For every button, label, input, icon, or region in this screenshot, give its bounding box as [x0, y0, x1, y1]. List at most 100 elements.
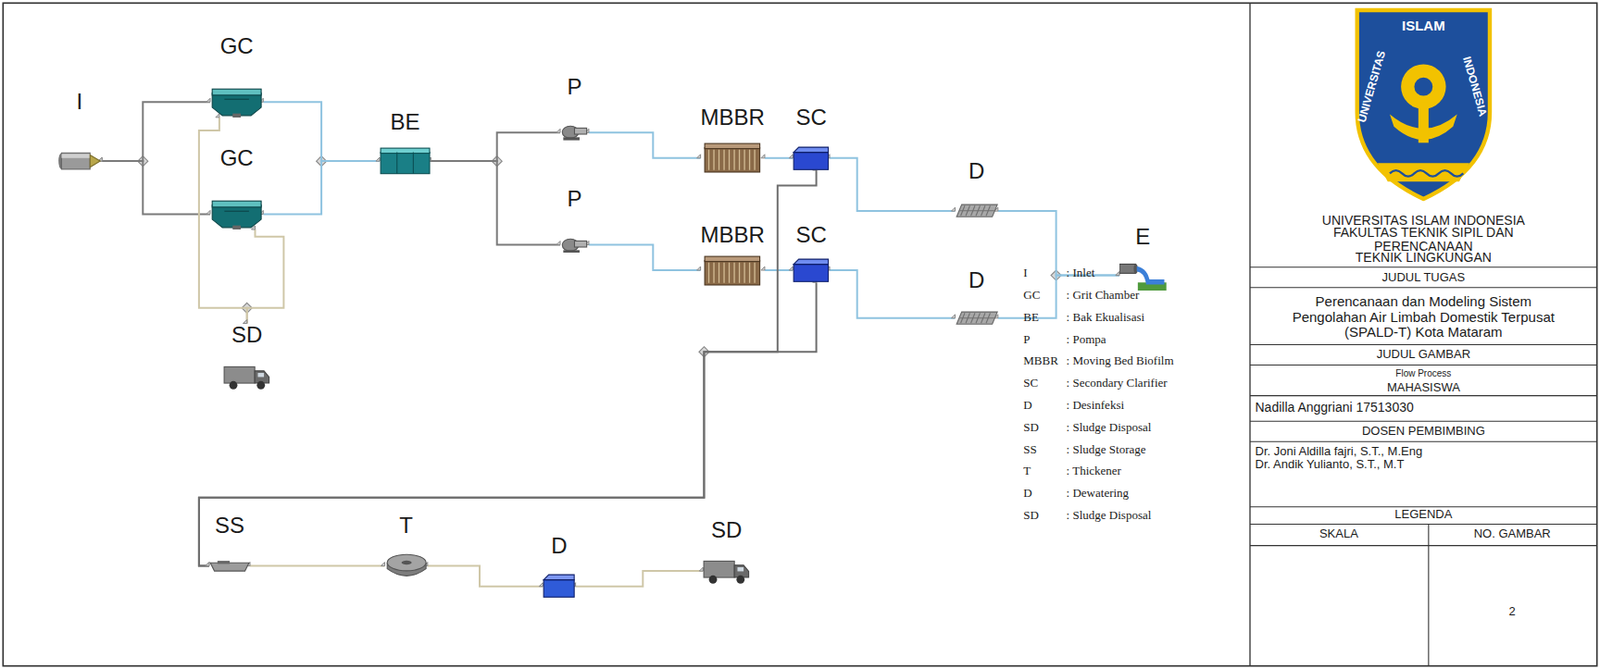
pipe-line — [829, 158, 956, 212]
pipe-line — [199, 170, 817, 567]
port-marker — [556, 128, 561, 133]
title-block-text: SKALA — [1319, 527, 1359, 541]
unit-label: D — [550, 535, 567, 558]
legend-text: : Sludge Disposal — [1066, 509, 1152, 523]
unit-icon — [1119, 260, 1167, 291]
process-unit: D — [542, 535, 575, 600]
unit-icon — [210, 87, 263, 118]
pipe-line — [575, 571, 704, 588]
unit-icon — [702, 557, 750, 587]
unit-label: SD — [711, 519, 742, 542]
legend-text: : Sludge Storage — [1066, 443, 1147, 457]
unit-icon — [792, 146, 830, 171]
port-marker — [215, 113, 220, 118]
legend-text: : Inlet — [1066, 266, 1096, 280]
unit-label: SC — [795, 224, 826, 247]
process-unit: D — [955, 269, 999, 325]
unit-icon — [385, 552, 428, 580]
port-marker — [1115, 272, 1120, 276]
pipe-line — [101, 161, 211, 214]
legend-text: SC — [1023, 376, 1038, 390]
port-marker — [375, 157, 380, 162]
unit-icon — [560, 237, 589, 254]
title-block-text: LEGENDA — [1394, 508, 1452, 522]
unit-label: P — [566, 75, 582, 99]
title-block-text: MAHASISWA — [1387, 381, 1461, 395]
title-block-text: Dr. Andik Yulianto, S.T., M.T — [1255, 458, 1405, 472]
logo-text: ISLAM — [1401, 18, 1446, 35]
port-marker — [205, 562, 210, 567]
legend-text: : Pompa — [1066, 333, 1107, 347]
unit-icon — [703, 255, 762, 287]
title-block-text: Dr. Joni Aldilla fajri, S.T., M.Eng — [1255, 445, 1424, 459]
title-block-text: Flow Process — [1395, 368, 1451, 379]
port-marker — [761, 154, 765, 159]
legend-text: SD — [1023, 421, 1039, 435]
process-unit: SD — [223, 324, 271, 393]
legend-text: I — [1023, 266, 1027, 280]
legend-text: SS — [1023, 443, 1037, 457]
port-marker — [951, 207, 956, 212]
unit-label: MBBR — [700, 224, 765, 247]
legend-text: T — [1023, 464, 1031, 478]
unit-label: SC — [795, 106, 826, 129]
process-unit: SS — [209, 514, 250, 574]
process-unit: D — [955, 160, 999, 219]
legend-text: : Secondary Clarifier — [1066, 376, 1168, 390]
port-marker — [206, 210, 211, 214]
legend-text: : Grit Chamber — [1066, 288, 1140, 302]
port-marker — [951, 314, 956, 319]
pipe-line — [262, 101, 380, 162]
unit-label: P — [566, 187, 582, 211]
title-block-text: DOSEN PEMBIMBING — [1362, 425, 1486, 438]
process-unit: GC — [210, 147, 263, 230]
process-unit: E — [1119, 225, 1167, 291]
port-marker — [375, 157, 380, 162]
unit-icon — [223, 362, 271, 392]
logo-text: INDONESIA — [1460, 55, 1489, 119]
pipe-line — [101, 101, 211, 162]
process-unit: GC — [210, 35, 263, 118]
unit-label: E — [1135, 225, 1150, 249]
unit-icon — [57, 150, 103, 173]
port-marker — [206, 98, 211, 102]
legend-text: D — [1023, 487, 1032, 500]
title-block-text: 2 — [1509, 605, 1516, 619]
legend-text: SD — [1023, 509, 1039, 523]
pipe-line — [588, 132, 701, 159]
pipe-line — [199, 282, 817, 566]
unit-icon — [542, 574, 575, 599]
port-marker — [699, 567, 703, 572]
pipe-line — [430, 161, 561, 245]
port-marker — [1115, 272, 1120, 276]
title-block-text: Perencanaan dan Modeling Sistem Pengolah… — [1284, 294, 1563, 341]
process-unit: MBBR — [700, 106, 765, 175]
process-unit: I — [57, 90, 103, 173]
process-unit: SD — [702, 519, 750, 587]
legend-text: D — [1023, 399, 1032, 413]
port-marker — [697, 266, 701, 271]
unit-icon — [560, 124, 589, 141]
title-block-text: Nadilla Anggriani 17513030 — [1255, 400, 1414, 415]
title-block-text: NO. GAMBAR — [1474, 527, 1551, 541]
legend-text: : Moving Bed Biofilm — [1066, 354, 1175, 368]
title-block-text: FAKULTAS TEKNIK SIPIL DAN PERENCANAAN — [1298, 225, 1549, 255]
unit-label: T — [399, 514, 413, 538]
university-logo — [1357, 10, 1490, 200]
legend-text: GC — [1023, 288, 1040, 302]
legend-text: : Sludge Disposal — [1066, 421, 1152, 435]
process-unit: T — [385, 514, 428, 580]
port-marker — [761, 266, 765, 271]
unit-icon — [703, 142, 762, 174]
process-unit: P — [560, 187, 589, 253]
port-marker — [205, 562, 210, 567]
process-unit: SC — [792, 106, 830, 171]
unit-label: D — [968, 269, 985, 292]
unit-label: D — [968, 160, 985, 183]
legend-text: : Bak Ekualisasi — [1066, 311, 1146, 325]
unit-icon — [379, 147, 431, 176]
port-marker — [381, 562, 386, 567]
pipe-line — [247, 229, 285, 325]
pipe-line — [262, 161, 380, 214]
unit-icon — [955, 203, 999, 218]
